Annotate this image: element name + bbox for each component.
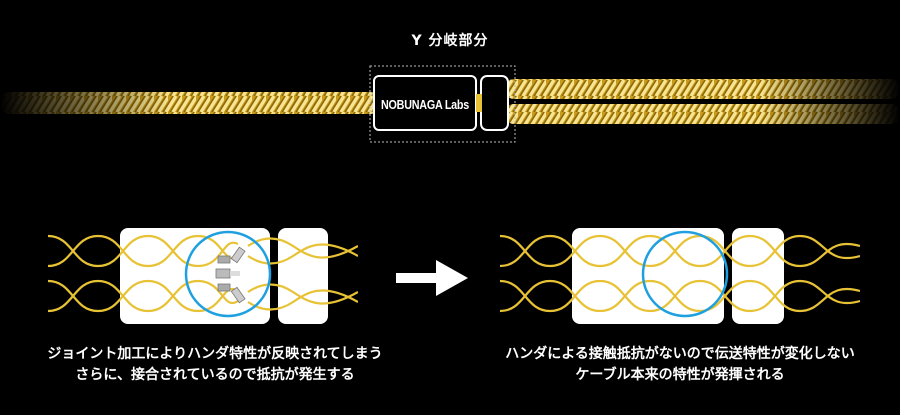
brand-logo: NOBUNAGA Labs bbox=[381, 97, 469, 112]
arrow-right-icon bbox=[396, 260, 468, 296]
caption-left-line1: ジョイント加工によりハンダ特性が反映されてしまう bbox=[47, 346, 383, 362]
highlight-circle bbox=[641, 230, 729, 318]
caption-right-line2: ケーブル本来の特性が発揮される bbox=[575, 367, 785, 383]
dashed-outline bbox=[369, 65, 516, 143]
continuous-wire-strands bbox=[500, 234, 860, 313]
highlight-circle bbox=[184, 230, 272, 318]
joint-process-diagram bbox=[48, 228, 358, 324]
joint-body bbox=[120, 228, 270, 324]
left-wire-strands bbox=[48, 234, 358, 313]
splitter-slider bbox=[480, 75, 509, 131]
slider-body bbox=[278, 228, 328, 324]
caption-right-line1: ハンダによる接触抵抗がないので伝送特性が変化しない bbox=[505, 346, 855, 362]
section-title: Y 分岐部分 bbox=[411, 33, 489, 49]
caption-left-line2: さらに、接合されているので抵抗が発生する bbox=[75, 367, 355, 383]
solder-joint-icon bbox=[215, 246, 246, 304]
splitter-body bbox=[572, 228, 724, 324]
y-splitter-cable-illustration: NOBUNAGA Labs bbox=[0, 65, 900, 143]
continuous-wire-diagram bbox=[500, 228, 860, 324]
caption-right: ハンダによる接触抵抗がないので伝送特性が変化しない ケーブル本来の特性が発揮され… bbox=[460, 344, 900, 386]
caption-left: ジョイント加工によりハンダ特性が反映されてしまう さらに、接合されているので抵抗… bbox=[0, 344, 430, 386]
